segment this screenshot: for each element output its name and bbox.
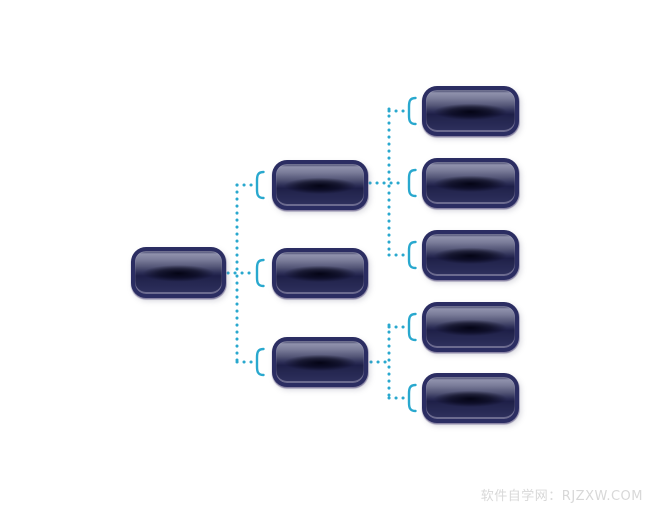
node-branch-1 xyxy=(272,160,368,210)
node-leaf-4 xyxy=(422,302,519,352)
node-leaf-5-face xyxy=(426,377,515,419)
bracket-icon-branch3 xyxy=(255,347,265,377)
node-leaf-1 xyxy=(422,86,519,136)
bracket-icon-leaf3 xyxy=(407,240,417,270)
bracket-icon-branch1 xyxy=(255,170,265,200)
node-leaf-5 xyxy=(422,373,519,423)
node-leaf-4-face xyxy=(426,306,515,348)
node-leaf-2 xyxy=(422,158,519,208)
node-leaf-2-face xyxy=(426,162,515,204)
node-branch-3-face xyxy=(276,341,364,383)
node-root xyxy=(131,247,226,298)
node-root-face xyxy=(135,251,222,294)
node-leaf-3-face xyxy=(426,234,515,276)
bracket-icon-branch2 xyxy=(255,258,265,288)
node-leaf-3 xyxy=(422,230,519,280)
node-branch-2-face xyxy=(276,252,364,294)
bracket-icon-leaf4 xyxy=(407,312,417,342)
node-leaf-1-face xyxy=(426,90,515,132)
bracket-icon-leaf5 xyxy=(407,383,417,413)
watermark: 软件自学网：RJZXW.COM xyxy=(480,489,643,504)
bracket-icon-leaf1 xyxy=(407,96,417,126)
node-branch-2 xyxy=(272,248,368,298)
node-branch-1-face xyxy=(276,164,364,206)
node-branch-3 xyxy=(272,337,368,387)
bracket-icon-leaf2 xyxy=(407,168,417,198)
